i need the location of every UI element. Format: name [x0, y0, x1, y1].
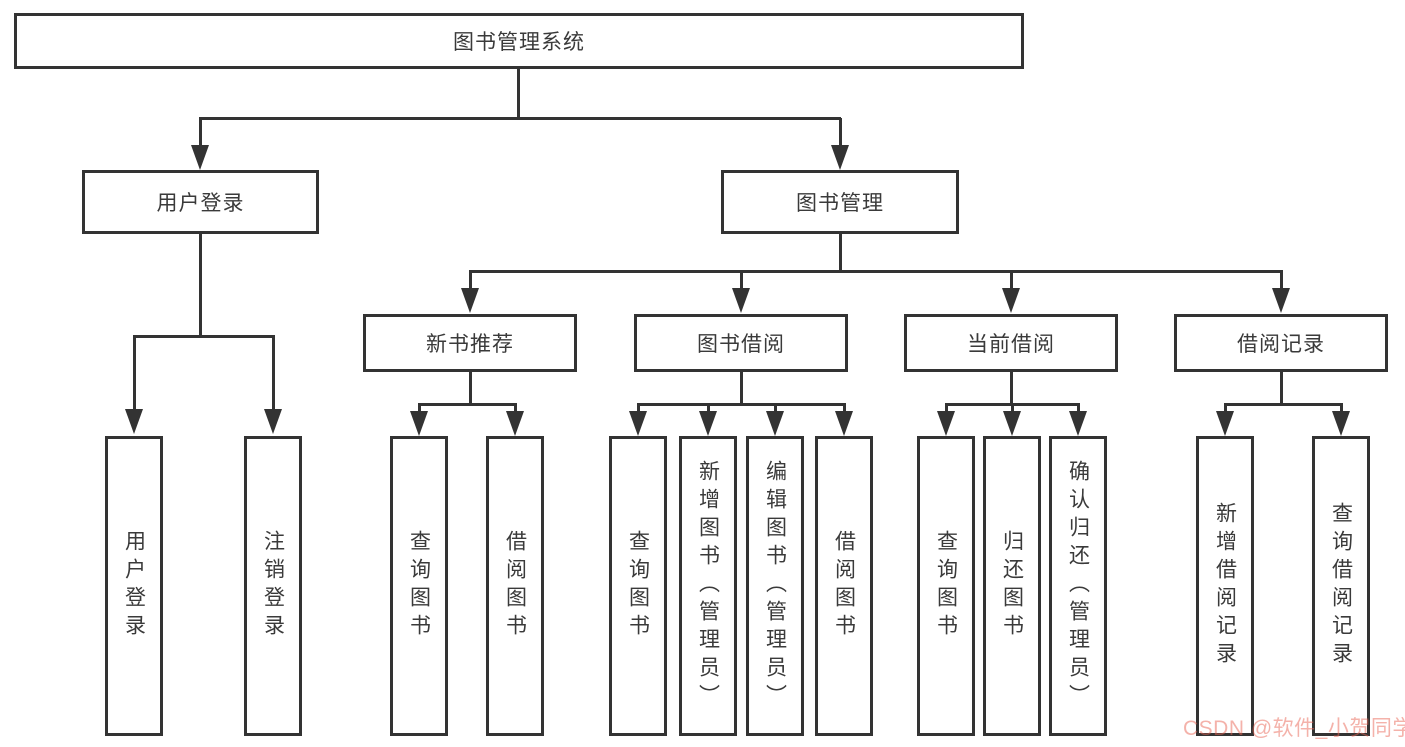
connector-line [637, 403, 846, 406]
connector-line [839, 234, 842, 272]
arrow-down-icon [629, 411, 647, 436]
connector-line [740, 272, 743, 289]
arrow-down-icon [1003, 411, 1021, 436]
connector-line [740, 372, 743, 405]
node-borrow-records: 借阅记录 [1174, 314, 1388, 372]
connector-line [199, 234, 202, 337]
arrow-down-icon [410, 411, 428, 436]
node-book-borrow: 图书借阅 [634, 314, 848, 372]
connector-line [707, 405, 710, 412]
connector-line [839, 118, 842, 146]
node-book-management: 图书管理 [721, 170, 959, 234]
connector-line [1224, 405, 1227, 412]
connector-line [133, 337, 136, 410]
connector-line [199, 117, 841, 120]
connector-line [1010, 272, 1013, 289]
connector-line [469, 270, 1283, 273]
arrow-down-icon [1002, 288, 1020, 313]
arrow-down-icon [766, 411, 784, 436]
node-user-login: 用户登录 [82, 170, 319, 234]
connector-line [469, 272, 472, 289]
connector-line [1340, 405, 1343, 412]
connector-line [517, 69, 520, 118]
connector-line [272, 337, 275, 410]
node-current-borrow: 当前借阅 [904, 314, 1118, 372]
connector-line [418, 405, 421, 412]
leaf-current-query-book: 查询图书 [917, 436, 975, 736]
connector-line [1224, 403, 1343, 406]
arrow-down-icon [1272, 288, 1290, 313]
node-new-book-recommend: 新书推荐 [363, 314, 577, 372]
leaf-logout: 注销登录 [244, 436, 302, 736]
arrow-down-icon [506, 411, 524, 436]
leaf-current-confirm-return-admin: 确认归还（管理员） [1049, 436, 1107, 736]
arrow-down-icon [264, 409, 282, 434]
watermark-text: CSDN @软件_小贺同学 [1183, 717, 1405, 740]
connector-line [514, 405, 517, 412]
arrow-down-icon [191, 145, 209, 170]
arrow-down-icon [1069, 411, 1087, 436]
connector-line [637, 405, 640, 412]
connector-line [843, 405, 846, 412]
connector-line [133, 335, 275, 338]
arrow-down-icon [1332, 411, 1350, 436]
arrow-down-icon [732, 288, 750, 313]
leaf-borrow-borrow-book: 借阅图书 [815, 436, 873, 736]
connector-line [945, 405, 948, 412]
connector-line [469, 372, 472, 405]
connector-line [1280, 272, 1283, 289]
arrow-down-icon [835, 411, 853, 436]
leaf-borrow-add-book-admin: 新增图书（管理员） [679, 436, 737, 736]
arrow-down-icon [831, 145, 849, 170]
connector-line [774, 405, 777, 412]
leaf-user-login: 用户登录 [105, 436, 163, 736]
leaf-records-query-record: 查询借阅记录 [1312, 436, 1370, 736]
connector-line [1077, 405, 1080, 412]
connector-line [199, 118, 202, 146]
arrow-down-icon [937, 411, 955, 436]
node-root: 图书管理系统 [14, 13, 1024, 69]
connector-line [418, 403, 517, 406]
connector-line [1010, 372, 1013, 405]
arrow-down-icon [699, 411, 717, 436]
leaf-records-add-record: 新增借阅记录 [1196, 436, 1254, 736]
connector-line [1011, 405, 1014, 412]
connector-line [945, 403, 1080, 406]
arrow-down-icon [125, 409, 143, 434]
leaf-recommend-query-book: 查询图书 [390, 436, 448, 736]
connector-line [1280, 372, 1283, 405]
leaf-current-return-book: 归还图书 [983, 436, 1041, 736]
leaf-borrow-edit-book-admin: 编辑图书（管理员） [746, 436, 804, 736]
arrow-down-icon [1216, 411, 1234, 436]
leaf-recommend-borrow-book: 借阅图书 [486, 436, 544, 736]
leaf-borrow-query-book: 查询图书 [609, 436, 667, 736]
arrow-down-icon [461, 288, 479, 313]
